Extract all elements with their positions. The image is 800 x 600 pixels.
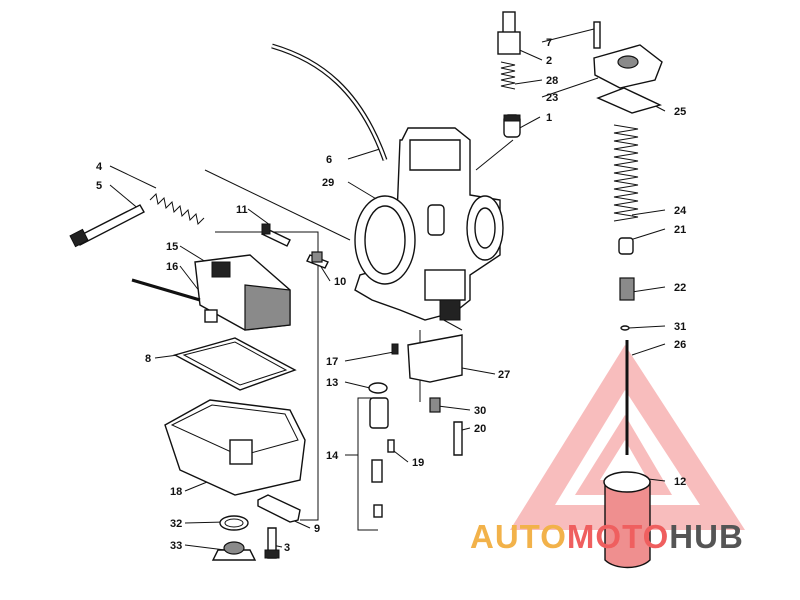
callout-18: 18 <box>170 486 182 498</box>
o-ring-13 <box>368 382 388 394</box>
brand-auto: AUTO <box>470 518 567 555</box>
callout-15: 15 <box>166 241 178 253</box>
automotohub-wordmark: AUTOMOTOHUB <box>470 518 744 555</box>
small-screws <box>261 223 329 269</box>
callout-31: 31 <box>674 321 686 333</box>
gasket-25 <box>596 87 662 114</box>
callout-14: 14 <box>326 450 339 462</box>
callout-23: 23 <box>546 92 558 104</box>
throttle-spring <box>613 124 639 222</box>
carburetor-body <box>354 127 504 321</box>
callout-1: 1 <box>546 112 552 124</box>
vent-hose <box>271 43 388 161</box>
jet-30 <box>429 397 441 413</box>
callout-5: 5 <box>96 180 102 192</box>
callout-26: 26 <box>674 339 686 351</box>
air-screw <box>453 421 463 456</box>
top-cap-assembly <box>497 11 521 138</box>
cap-27 <box>407 334 463 383</box>
callout-22: 22 <box>674 282 686 294</box>
callout-12: 12 <box>674 476 686 488</box>
callout-13: 13 <box>326 377 338 389</box>
callout-labels: 1 2 3 4 5 6 7 8 9 10 11 12 13 14 15 16 1… <box>96 37 687 554</box>
callout-16: 16 <box>166 261 178 273</box>
callout-32: 32 <box>170 518 182 530</box>
svg-text:AUTOMOTOHUB: AUTOMOTOHUB <box>470 518 744 555</box>
float-bowl <box>164 399 306 496</box>
callout-30: 30 <box>474 405 486 417</box>
callout-24: 24 <box>674 205 687 217</box>
bracket <box>257 494 301 523</box>
brand-moto: MOTO <box>567 518 669 555</box>
needle-jet-group <box>369 397 389 518</box>
callout-19: 19 <box>412 457 424 469</box>
screw-7 <box>593 21 601 49</box>
ring-31 <box>620 325 630 331</box>
callout-33: 33 <box>170 540 182 552</box>
callout-27: 27 <box>498 369 510 381</box>
callout-29: 29 <box>322 177 334 189</box>
callout-3: 3 <box>284 542 290 554</box>
throttle-slide <box>603 471 651 569</box>
seat-21 <box>618 237 634 255</box>
float-assembly <box>194 254 291 331</box>
screw-17 <box>391 343 399 355</box>
callout-28: 28 <box>546 75 558 87</box>
callout-25: 25 <box>674 106 686 118</box>
callout-2: 2 <box>546 55 552 67</box>
idle-screw-spring <box>69 192 205 248</box>
o-ring-32 <box>219 515 249 531</box>
brand-hub: HUB <box>669 518 744 555</box>
float-pin <box>131 278 201 302</box>
callout-9: 9 <box>314 523 320 535</box>
callout-6: 6 <box>326 154 332 166</box>
callout-11: 11 <box>236 204 248 216</box>
screw-19 <box>387 439 395 453</box>
callout-21: 21 <box>674 224 686 236</box>
callout-7: 7 <box>546 37 552 49</box>
callout-17: 17 <box>326 356 338 368</box>
clip-22 <box>619 277 635 301</box>
callout-20: 20 <box>474 423 486 435</box>
callout-10: 10 <box>334 276 346 288</box>
callout-4: 4 <box>96 161 103 173</box>
callout-8: 8 <box>145 353 151 365</box>
